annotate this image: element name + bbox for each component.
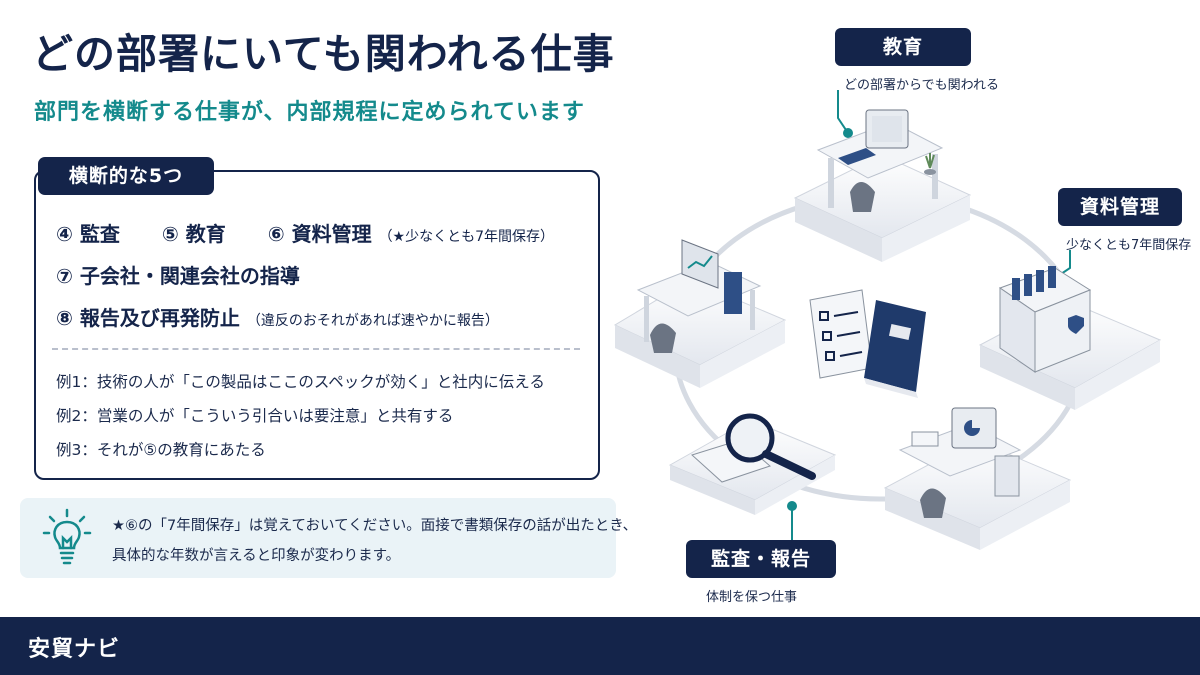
item-audit: ④ 監査 [56,222,120,246]
panel-row-1: ④ 監査 ⑤ 教育 ⑥ 資料管理 （★少なくとも7年間保存） [56,218,554,247]
cabinet-illustration [978,266,1162,410]
tip-line-1: ★⑥の「7年間保存」は覚えておいてください。面接で書類保存の話が出たとき、 [112,518,638,534]
label-education-sub: どの部署からでも関われる [844,78,999,93]
panel-divider [52,348,580,350]
connector-education [837,90,849,134]
panel-row-3: ⑧ 報告及び再発防止 （違反のおそれがあれば速やかに報告） [56,302,499,331]
example-2: 例2：営業の人が「こういう引合いは要注意」と共有する [56,407,454,425]
books-illustration [809,289,926,398]
panel-row-2: ⑦ 子会社・関連会社の指導 [56,264,300,288]
desk-illustration-top [793,109,972,262]
tip-line-2: 具体的な年数が言えると印象が変わります。 [112,548,401,564]
page-title: どの部署にいても関われる仕事 [32,30,615,78]
label-audit-sub: 体制を保つ仕事 [706,590,798,605]
example-3: 例3：それが⑤の教育にあたる [56,441,266,459]
cross-functional-panel: ④ 監査 ⑤ 教育 ⑥ 資料管理 （★少なくとも7年間保存） ⑦ 子会社・関連会… [34,170,600,480]
label-audit: 監査・報告 [686,540,836,578]
desk-illustration-left [613,239,787,388]
workflow-diagram [613,90,1162,550]
panel-tab: 横断的な5つ [38,157,214,195]
tip-box: ★⑥の「7年間保存」は覚えておいてください。面接で書類保存の話が出たとき、 具体… [20,498,637,578]
item-report-note: （違反のおそれがあれば速やかに報告） [246,313,499,329]
item-report: ⑧ 報告及び再発防止 [56,306,240,330]
page-subtitle: 部門を横断する仕事が、内部規程に定められています [34,100,585,125]
footer-bar: 安貿ナビ [0,617,1200,675]
footer-brand: 安貿ナビ [28,637,121,662]
example-1: 例1：技術の人が「この製品はここのスペックが効く」と社内に伝える [56,373,545,391]
item-records: ⑥ 資料管理 [267,222,372,246]
label-records-sub: 少なくとも7年間保存 [1066,238,1192,253]
item-education: ⑤ 教育 [161,222,226,246]
desk-illustration-bottom-right [883,407,1072,550]
lightbulb-icon [42,508,92,565]
magnifier-illustration [668,413,837,515]
label-education: 教育 [835,28,971,66]
label-records: 資料管理 [1058,188,1182,226]
item-records-note: （★少なくとも7年間保存） [378,229,555,245]
